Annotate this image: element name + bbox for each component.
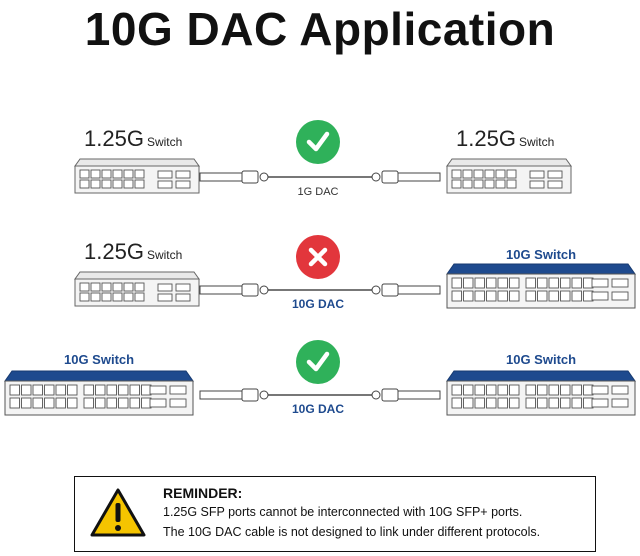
- left-switch-label: 10G Switch: [64, 352, 135, 367]
- right-switch-label: 10G Switch: [506, 352, 577, 367]
- left-switch: [74, 271, 200, 307]
- dac-cable: [199, 388, 441, 402]
- status-check-icon: [296, 120, 340, 164]
- warning-icon: [90, 488, 146, 537]
- left-switch: [4, 370, 194, 416]
- status-cross-icon: [296, 235, 340, 279]
- cable-label: 10G DAC: [291, 402, 344, 416]
- status-check-icon: [296, 340, 340, 384]
- cable-label: 10G DAC: [291, 297, 344, 311]
- reminder-heading: REMINDER:: [163, 485, 243, 501]
- dac-cable: [199, 170, 441, 184]
- right-switch-label: 10G Switch: [506, 247, 577, 262]
- right-switch: [446, 158, 572, 194]
- dac-cable: [199, 283, 441, 297]
- left-switch: [74, 158, 200, 194]
- row-3: 10G Switch 10G Switch 10G DAC: [0, 338, 640, 450]
- right-switch: [446, 370, 636, 416]
- reminder-line-1: 1.25G SFP ports cannot be interconnected…: [163, 505, 523, 519]
- right-switch: [446, 263, 636, 309]
- reminder-line-2: The 10G DAC cable is not designed to lin…: [163, 525, 541, 539]
- cable-label: 1G DAC: [297, 186, 339, 198]
- reminder-box: REMINDER: 1.25G SFP ports cannot be inte…: [74, 476, 596, 552]
- page-title: 10G DAC Application: [84, 3, 556, 55]
